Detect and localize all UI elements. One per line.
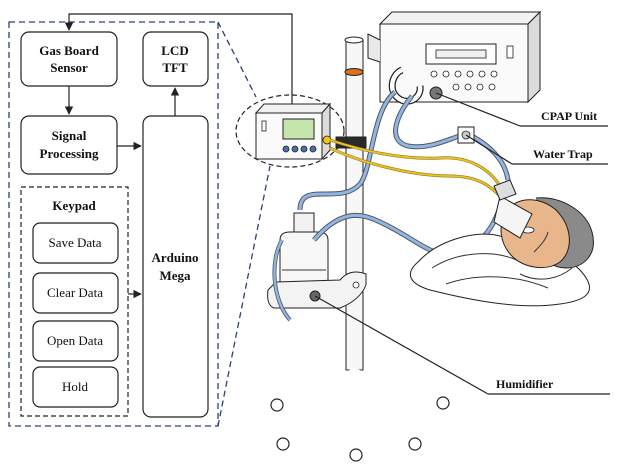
key-open-data-label: Open Data <box>47 333 103 348</box>
key-clear-data[interactable]: Clear Data <box>32 272 119 314</box>
pole-orange-ring <box>344 68 364 76</box>
arrow-device-to-sensor <box>64 13 293 108</box>
block-diagram: Gas Board Sensor LCD TFT Signal Processi… <box>8 13 293 427</box>
monitor-device <box>254 102 332 161</box>
arduino-mega-block: Arduino Mega <box>142 115 209 418</box>
zoom-line-bottom <box>217 165 271 427</box>
signal-label-1: Signal <box>52 128 87 143</box>
cpap-unit <box>367 10 542 105</box>
arduino-label-2: Mega <box>159 268 191 283</box>
lcd-tft-block: LCD TFT <box>142 31 209 87</box>
block-diagram-frame <box>8 21 219 427</box>
key-save-data[interactable]: Save Data <box>32 222 119 264</box>
key-save-data-label: Save Data <box>48 235 101 250</box>
key-clear-data-label: Clear Data <box>47 285 103 300</box>
key-hold-label: Hold <box>62 379 89 394</box>
lcd-label-2: TFT <box>162 60 188 75</box>
lcd-label-1: LCD <box>161 43 188 58</box>
gas-board-sensor-block: Gas Board Sensor <box>20 31 118 87</box>
gas-sensor-label-1: Gas Board <box>39 43 99 58</box>
humidifier <box>267 212 367 309</box>
tubes <box>272 90 511 322</box>
cpap-unit-label: CPAP Unit <box>541 109 597 123</box>
arduino-label-1: Arduino <box>152 250 199 265</box>
keypad-group: Keypad Save Data Clear Data Open Data Ho… <box>20 186 129 417</box>
humidifier-label: Humidifier <box>496 377 554 391</box>
gas-sensor-label-2: Sensor <box>50 60 88 75</box>
signal-label-2: Processing <box>40 146 99 161</box>
water-trap-label: Water Trap <box>533 147 593 161</box>
keypad-title: Keypad <box>52 198 96 213</box>
monitor-port <box>322 135 332 145</box>
monitor-screen <box>282 118 315 140</box>
zoom-ellipse <box>235 94 345 168</box>
key-hold[interactable]: Hold <box>32 366 119 408</box>
key-open-data[interactable]: Open Data <box>32 320 119 362</box>
patient <box>409 179 594 307</box>
zoom-line-top <box>217 21 257 98</box>
callouts: CPAP Unit Water Trap Humidifier <box>314 92 610 395</box>
signal-processing-block: Signal Processing <box>20 115 118 175</box>
